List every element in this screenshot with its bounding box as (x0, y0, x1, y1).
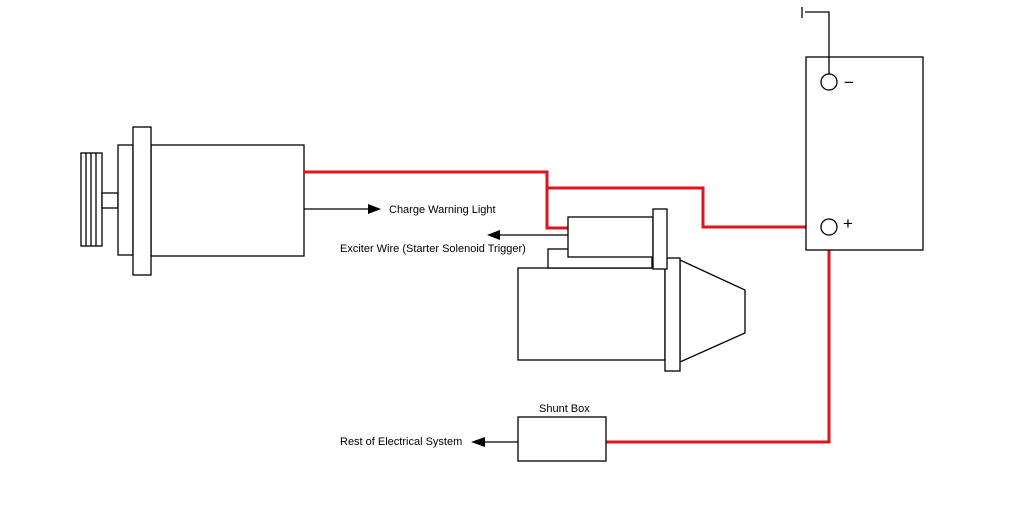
shunt-box-body (517, 416, 607, 462)
starter-mount-flange (664, 257, 681, 372)
starter-nose (679, 258, 746, 364)
starter-solenoid (567, 216, 654, 258)
shunt-box: Shunt Box (517, 403, 607, 462)
starter-motor (517, 208, 746, 372)
alternator-body (150, 144, 305, 257)
alternator-pulley (80, 152, 119, 247)
battery-positive-terminal (820, 218, 838, 236)
starter-solenoid-cap (652, 208, 668, 270)
battery-case (805, 56, 924, 251)
battery-feed-wire (547, 186, 821, 229)
rest-of-system-wire: Rest of Electrical System (340, 436, 518, 448)
battery-negative-symbol: − (844, 73, 854, 92)
starter-body (517, 267, 666, 361)
shunt-feed-wire (606, 235, 831, 444)
positive-wires (304, 170, 831, 444)
alternator-front-plate (117, 144, 134, 256)
ground-wire (801, 7, 830, 74)
charge-warning-wire: Charge Warning Light (304, 204, 496, 216)
battery: − + (805, 56, 924, 251)
battery-negative-terminal (820, 73, 838, 91)
rest-of-system-arrow (471, 437, 485, 447)
alternator-output-wire (304, 170, 568, 230)
charge-warning-label: Charge Warning Light (389, 204, 496, 216)
charge-warning-arrow (368, 204, 381, 214)
alternator-mount-flange (132, 126, 152, 276)
exciter-label: Exciter Wire (Starter Solenoid Trigger) (340, 243, 526, 255)
exciter-wire: Exciter Wire (Starter Solenoid Trigger) (340, 230, 568, 255)
shunt-box-label: Shunt Box (539, 403, 590, 415)
battery-positive-symbol: + (843, 214, 853, 233)
rest-of-system-label: Rest of Electrical System (340, 436, 462, 448)
alternator (80, 126, 305, 276)
exciter-arrow (487, 230, 500, 240)
